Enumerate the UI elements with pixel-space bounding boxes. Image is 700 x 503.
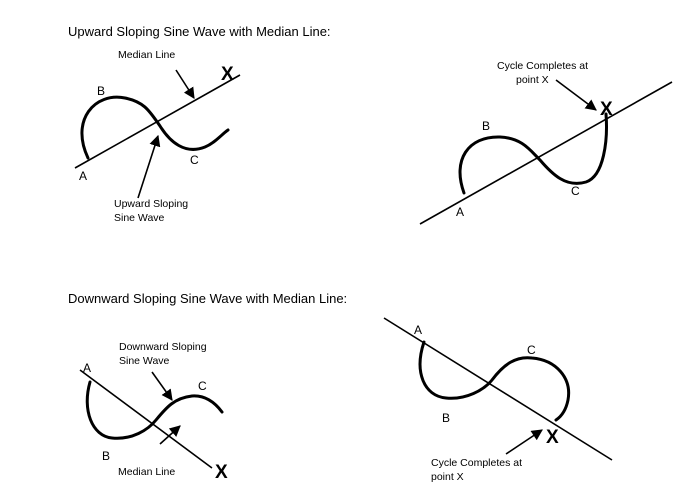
upward-right-panel: Cycle Completes at point X A B C X — [419, 60, 673, 225]
downward-right-panel: Cycle Completes at point X A B C X — [383, 317, 613, 483]
point-x: X — [215, 462, 228, 483]
median-arrow — [159, 425, 181, 445]
point-b: B — [102, 449, 110, 463]
wave-label-line1: Upward Sloping — [114, 198, 188, 210]
median-label: Median Line — [118, 466, 175, 478]
downward-left-panel: Downward Sloping Sine Wave Median Line A… — [79, 341, 228, 483]
median-line — [79, 369, 213, 469]
sine-wave — [418, 340, 571, 422]
downward-title: Downward Sloping Sine Wave with Median L… — [68, 291, 347, 306]
median-label: Median Line — [118, 49, 175, 61]
cycle-label-line2: point X — [516, 74, 549, 86]
point-x: X — [221, 64, 234, 85]
sine-wave — [80, 95, 230, 160]
upward-left-panel: Median Line Upward Sloping Sine Wave A B… — [74, 49, 241, 224]
median-line — [419, 81, 673, 225]
median-line — [383, 317, 613, 461]
point-c: C — [571, 184, 580, 198]
point-a: A — [79, 169, 87, 183]
cycle-arrow — [505, 429, 543, 455]
sine-wave — [85, 380, 224, 440]
wave-label-line1: Downward Sloping — [119, 341, 207, 353]
cycle-label-line2: point X — [431, 471, 464, 483]
point-a: A — [456, 205, 464, 219]
point-x: X — [600, 99, 613, 120]
point-c: C — [198, 379, 207, 393]
cycle-label-line1: Cycle Completes at — [431, 457, 522, 469]
wave-label-line2: Sine Wave — [114, 212, 165, 224]
cycle-arrow — [555, 79, 597, 111]
point-c: C — [527, 343, 536, 357]
point-a: A — [414, 323, 422, 337]
point-b: B — [97, 84, 105, 98]
wave-arrow — [137, 134, 161, 199]
cycle-label-line1: Cycle Completes at — [497, 60, 588, 72]
point-c: C — [190, 153, 199, 167]
point-b: B — [482, 119, 490, 133]
point-x: X — [546, 427, 559, 448]
upward-title: Upward Sloping Sine Wave with Median Lin… — [68, 24, 331, 39]
point-a: A — [83, 361, 91, 375]
wave-arrow — [151, 371, 173, 401]
sine-wave — [458, 112, 608, 195]
point-b: B — [442, 411, 450, 425]
wave-label-line2: Sine Wave — [119, 355, 170, 367]
median-arrow — [175, 69, 195, 99]
